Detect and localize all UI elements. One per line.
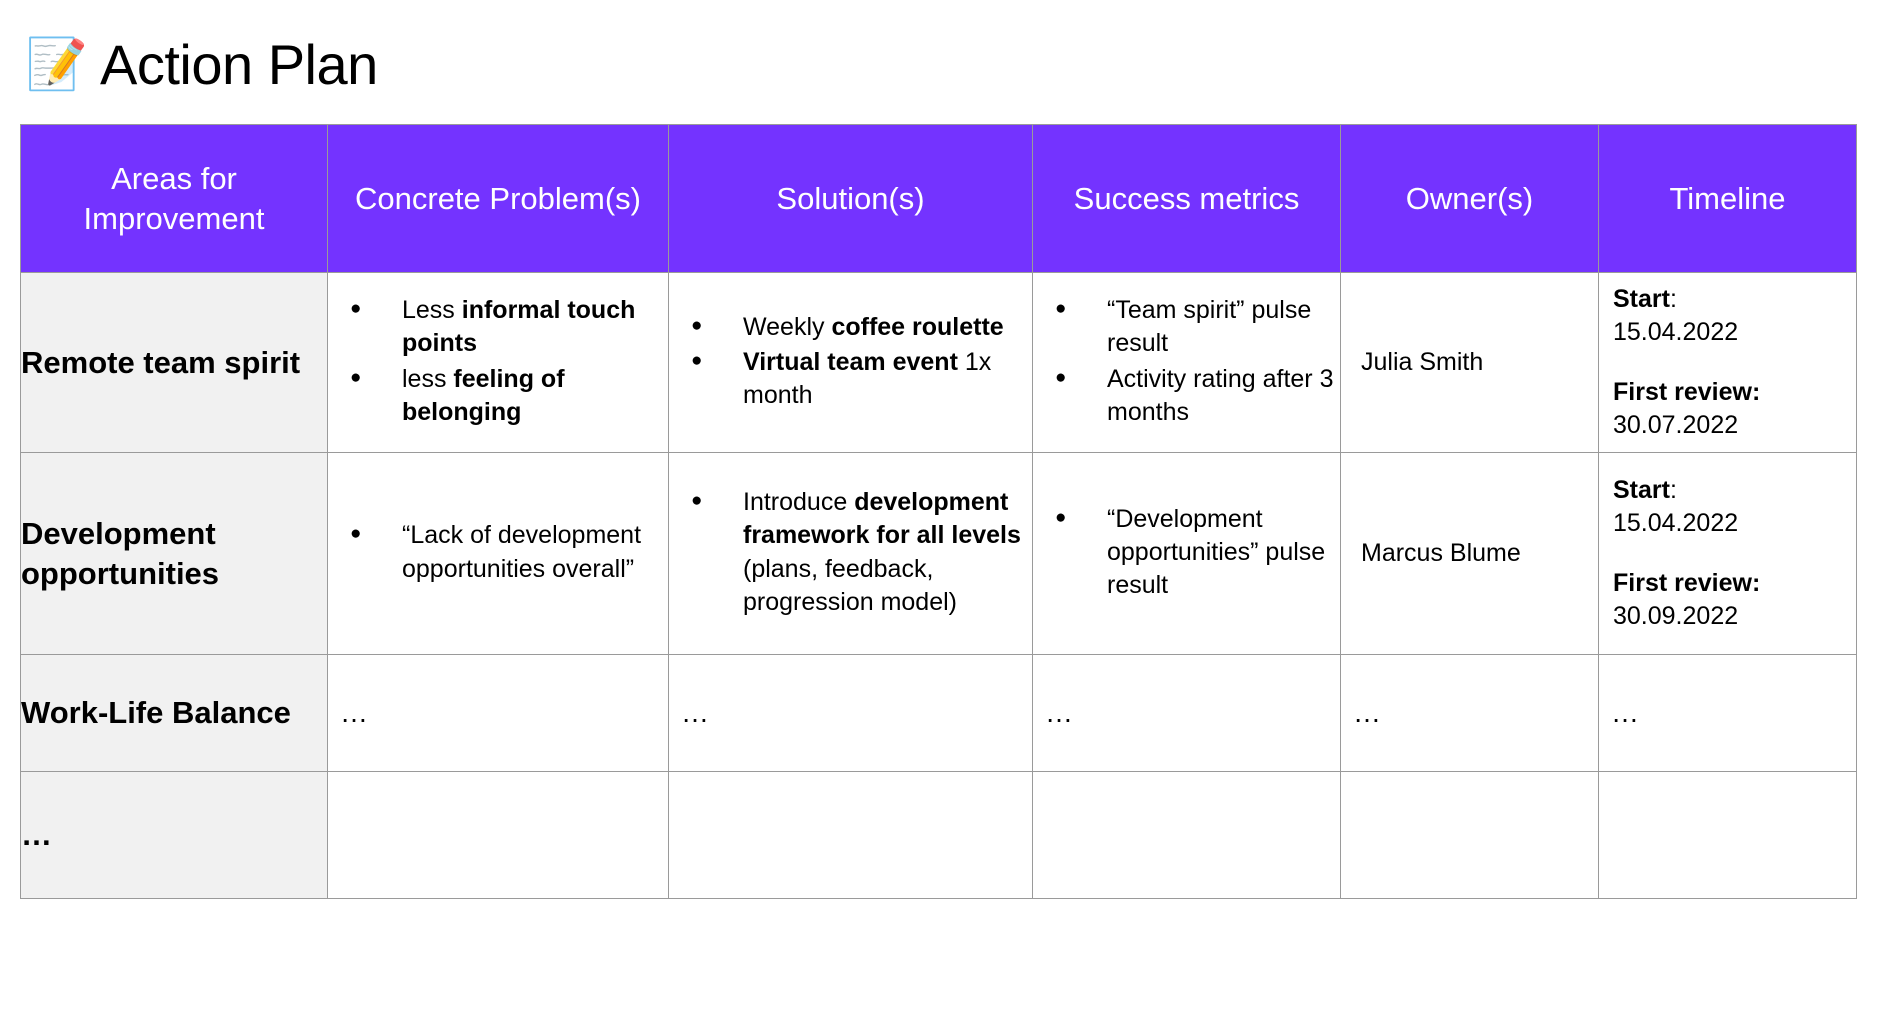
column-header-solutions: Solution(s) xyxy=(668,124,1033,273)
cell-problems: … xyxy=(327,654,669,772)
list-item: “Lack of development opportunities overa… xyxy=(328,518,668,586)
timeline-start-date: 15.04.2022 xyxy=(1613,509,1739,538)
column-header-owners: Owner(s) xyxy=(1340,124,1599,273)
list-item: Weekly coffee roulette xyxy=(669,310,1032,344)
column-header-timeline: Timeline xyxy=(1598,124,1857,273)
spacer xyxy=(1613,541,1846,567)
solution-list: Weekly coffee roulette Virtual team even… xyxy=(669,310,1032,413)
cell-solutions: Introduce development framework for all … xyxy=(668,452,1033,655)
metric-list: “Team spirit” pulse result Activity rati… xyxy=(1033,293,1340,430)
cell-area: … xyxy=(20,771,328,899)
problem-list: Less informal touch points less feeling … xyxy=(328,293,668,430)
memo-icon: 📝 xyxy=(25,36,89,92)
cell-metrics xyxy=(1032,771,1341,899)
cell-problems: “Lack of development opportunities overa… xyxy=(327,452,669,655)
action-plan-table-wrapper: Areas for Improvement Concrete Problem(s… xyxy=(20,124,1857,899)
cell-solutions xyxy=(668,771,1033,899)
ellipsis-placeholder: … xyxy=(340,697,371,729)
cell-solutions: … xyxy=(668,654,1033,772)
timeline-review-label: First review: xyxy=(1613,568,1761,597)
table-row: … xyxy=(20,771,1857,899)
cell-owner xyxy=(1340,771,1599,899)
timeline-start: Start: xyxy=(1613,476,1677,504)
cell-area: Development opportunities xyxy=(20,452,328,655)
cell-area: Remote team spirit xyxy=(20,272,328,453)
list-item: Virtual team event 1x month xyxy=(669,345,1032,413)
spacer xyxy=(1613,350,1846,376)
cell-problems: Less informal touch points less feeling … xyxy=(327,272,669,453)
cell-timeline xyxy=(1598,771,1857,899)
cell-solutions: Weekly coffee roulette Virtual team even… xyxy=(668,272,1033,453)
cell-metrics: “Development opportunities” pulse result xyxy=(1032,452,1341,655)
cell-problems xyxy=(327,771,669,899)
cell-timeline: Start: 15.04.2022 First review: 30.07.20… xyxy=(1598,272,1857,453)
timeline-start: Start: xyxy=(1613,285,1677,313)
timeline-block: Start: 15.04.2022 First review: 30.07.20… xyxy=(1599,273,1856,452)
list-item: Less informal touch points xyxy=(328,293,668,361)
cell-owner: … xyxy=(1340,654,1599,772)
timeline-review-label: First review: xyxy=(1613,377,1761,406)
page-title-text: Action Plan xyxy=(100,32,378,96)
page-title: 📝 Action Plan xyxy=(0,0,1880,110)
list-item: “Development opportunities” pulse result xyxy=(1033,502,1340,603)
timeline-review-date: 30.09.2022 xyxy=(1613,601,1739,630)
ellipsis-placeholder: … xyxy=(1611,697,1642,729)
table-header-row: Areas for Improvement Concrete Problem(s… xyxy=(20,124,1857,273)
list-item: less feeling of belonging xyxy=(328,362,668,430)
cell-owner: Julia Smith xyxy=(1340,272,1599,453)
ellipsis-placeholder: … xyxy=(21,817,53,853)
cell-metrics: … xyxy=(1032,654,1341,772)
table-row: Work-Life Balance … … … … … xyxy=(20,654,1857,772)
cell-timeline: … xyxy=(1598,654,1857,772)
action-plan-table: Areas for Improvement Concrete Problem(s… xyxy=(20,124,1857,899)
solution-list: Introduce development framework for all … xyxy=(669,485,1032,619)
ellipsis-placeholder: … xyxy=(681,697,712,729)
column-header-success-metrics: Success metrics xyxy=(1032,124,1341,273)
cell-timeline: Start: 15.04.2022 First review: 30.09.20… xyxy=(1598,452,1857,655)
column-header-concrete-problems: Concrete Problem(s) xyxy=(327,124,669,273)
timeline-start-date: 15.04.2022 xyxy=(1613,318,1739,347)
ellipsis-placeholder: … xyxy=(1045,697,1076,729)
cell-owner: Marcus Blume xyxy=(1340,452,1599,655)
list-item: Introduce development framework for all … xyxy=(669,485,1032,619)
metric-list: “Development opportunities” pulse result xyxy=(1033,502,1340,603)
timeline-review-date: 30.07.2022 xyxy=(1613,410,1739,439)
list-item: Activity rating after 3 months xyxy=(1033,362,1340,430)
column-header-areas-for-improvement: Areas for Improvement xyxy=(20,124,328,273)
ellipsis-placeholder: … xyxy=(1353,697,1384,729)
cell-metrics: “Team spirit” pulse result Activity rati… xyxy=(1032,272,1341,453)
problem-list: “Lack of development opportunities overa… xyxy=(328,518,668,586)
cell-area: Work-Life Balance xyxy=(20,654,328,772)
table-row: Remote team spirit Less informal touch p… xyxy=(20,272,1857,453)
timeline-block: Start: 15.04.2022 First review: 30.09.20… xyxy=(1599,464,1856,643)
list-item: “Team spirit” pulse result xyxy=(1033,293,1340,361)
table-row: Development opportunities “Lack of devel… xyxy=(20,452,1857,655)
